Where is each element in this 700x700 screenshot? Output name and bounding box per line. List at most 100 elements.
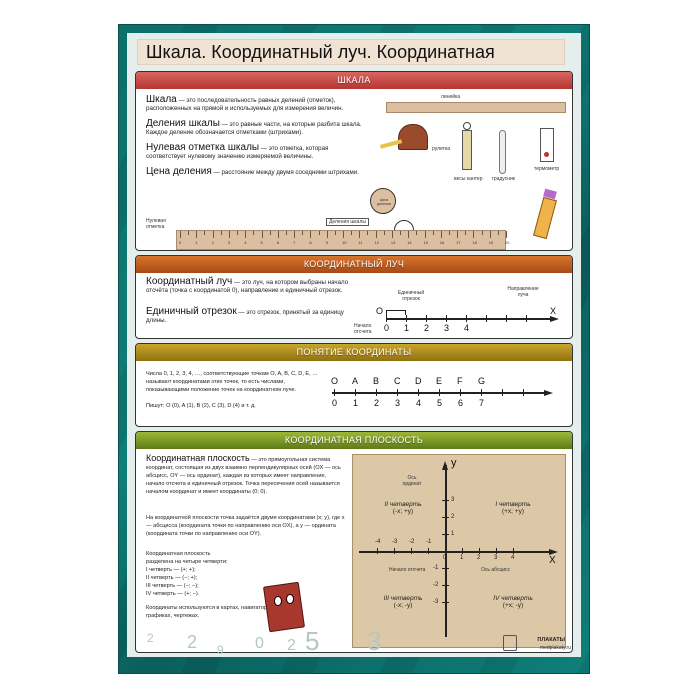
y-tick-label: -3: [433, 599, 439, 605]
y-axis-label: y: [451, 457, 457, 469]
ruler-tick: [497, 231, 499, 235]
poster-inner: Шкала. Координатный луч. Координатная пл…: [127, 33, 581, 657]
ruler-number: 6: [276, 240, 280, 245]
medical-thermometer-icon: [499, 130, 506, 174]
ruler-tick: [334, 231, 336, 235]
label-zero-mark: Нулевая отметка: [146, 218, 166, 230]
def-zero-mark: Нулевая отметка шкалы — это отметка, кот…: [146, 142, 329, 161]
book-mascot-icon: [262, 581, 306, 633]
ruler-tick: [408, 231, 410, 238]
ruler-number: 20: [505, 240, 510, 245]
concept-tick: [376, 389, 377, 396]
x-tick-label: -2: [409, 539, 415, 545]
x-tick: [462, 548, 463, 554]
ray-tick: [466, 315, 467, 322]
x-axis-label: X: [549, 555, 556, 566]
quarter-item: IV четверть — (+; −).: [146, 591, 200, 597]
pencil-mascot-icon: [533, 196, 557, 240]
section-coordinate-concept: ПОНЯТИЕ КООРДИНАТЫ Числа 0, 1, 2, 3, 4, …: [135, 343, 573, 427]
point-value: 0: [332, 398, 338, 408]
coordinate-example: Пишут: O (0), A (1), B (2), C (3), D (4)…: [146, 403, 256, 409]
ruler-tick: [400, 231, 402, 235]
magnifier-division-value: [370, 188, 396, 214]
background-digit: 5: [305, 626, 320, 656]
point-letter: E: [436, 376, 443, 386]
concept-tick: [523, 389, 524, 396]
ruler-illustration: [386, 102, 566, 113]
point-value: 4: [416, 398, 422, 408]
ruler-tick: [416, 231, 418, 235]
ruler-tick: [245, 231, 247, 238]
quarter-4: IV четверть(+x; -y): [493, 595, 533, 609]
ruler-tick: [294, 231, 296, 238]
label-thermometer: термометр: [534, 166, 560, 172]
coordinates-usage: Координаты используются в картах, навига…: [146, 605, 275, 619]
ruler-tick: [359, 231, 361, 238]
ruler-number: 8: [309, 240, 312, 245]
ruler-tick: [465, 231, 467, 235]
y-tick: [442, 602, 449, 603]
def-unit-segment: Единичный отрезок — это отрезок, приняты…: [146, 306, 344, 325]
concept-tick: [439, 389, 440, 396]
label-division-value: Цена деления: [377, 198, 391, 206]
concept-tick: [481, 389, 482, 396]
ruler-tick: [188, 231, 190, 235]
background-digit: 2: [287, 637, 296, 654]
ray-tick-label: 4: [464, 323, 470, 333]
ruler-number: 10: [342, 240, 347, 245]
label-divisions: Деления шкалы: [326, 218, 369, 226]
ruler-number: 1: [195, 240, 198, 245]
ray-tick: [406, 315, 407, 322]
y-tick-label: 3: [451, 497, 455, 503]
plane-point-definition: На координатной плоскости точка задаётся…: [146, 515, 345, 537]
section-coordinate-ray: КООРДИНАТНЫЙ ЛУЧ Координатный луч — это …: [135, 255, 573, 339]
point-letter: A: [352, 376, 359, 386]
x-tick-label: 4: [511, 555, 515, 561]
spring-scale-icon: [462, 130, 472, 170]
footer-site: medplakaty.ru: [539, 645, 571, 651]
book-eye-left: [274, 596, 282, 606]
ruler-tick: [473, 231, 475, 238]
background-digit: 3: [367, 626, 382, 656]
ruler-tick: [375, 231, 377, 238]
def-division-value: Цена деления — расстояние между двумя со…: [146, 166, 359, 177]
book-eye-right: [286, 594, 294, 604]
page-title: Шкала. Координатный луч. Координатная пл…: [137, 39, 565, 87]
ruler-tick: [220, 231, 222, 235]
ruler-tick: [253, 231, 255, 235]
ruler-tick: [196, 231, 198, 238]
concept-tick: [355, 389, 356, 396]
x-axis: [359, 551, 555, 553]
x-tick: [496, 548, 497, 554]
point-letter: D: [415, 376, 422, 386]
ruler-number: 0: [179, 240, 182, 245]
point-value: 2: [374, 398, 380, 408]
x-tick: [428, 548, 429, 554]
y-tick: [442, 568, 449, 569]
point-letter: O: [331, 376, 339, 386]
ray-tick: [506, 315, 507, 322]
label-medical-thermometer: градусник: [492, 176, 515, 182]
section-coordinate-header: ПОНЯТИЕ КООРДИНАТЫ: [136, 344, 572, 361]
coordinate-plane-diagram: y X Ось ординат Ось абсцисс Начало отсче…: [352, 454, 566, 648]
ruler-tick: [285, 231, 287, 235]
ruler-tick: [310, 231, 312, 238]
label-spring-scale: весы кантер: [454, 176, 483, 182]
ruler-number: 12: [374, 240, 380, 245]
ruler-number: 13: [390, 240, 396, 245]
x-tick-label: 2: [477, 555, 481, 561]
y-tick-label: 2: [451, 514, 455, 520]
ruler-tick: [367, 231, 369, 235]
ruler-tick: [440, 231, 442, 238]
poster-frame: Шкала. Координатный луч. Координатная пл…: [118, 24, 590, 674]
label-ray-direction: Направление луча: [507, 286, 539, 298]
y-tick-label: -1: [433, 565, 439, 571]
concept-tick: [418, 389, 419, 396]
ruler-tick: [318, 231, 320, 235]
ruler-tick: [180, 231, 181, 238]
section-scale-header: ШКАЛА: [136, 72, 572, 89]
ruler-number: 2: [211, 240, 214, 245]
x-tick-label: -1: [426, 539, 432, 545]
ruler-tick: [204, 231, 206, 235]
